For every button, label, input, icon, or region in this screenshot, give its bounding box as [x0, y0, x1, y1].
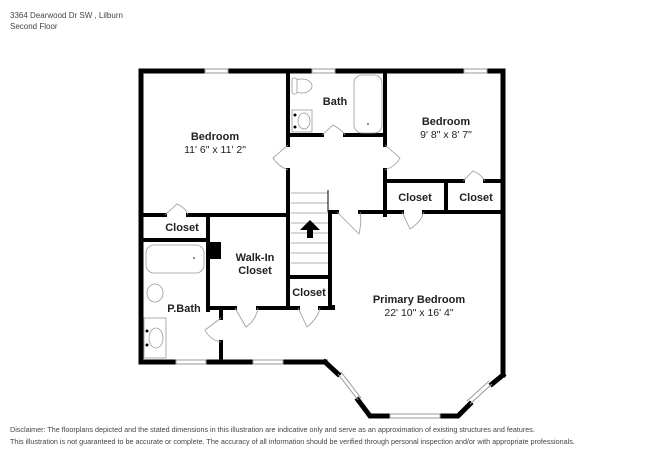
window — [252, 359, 284, 365]
door-swing — [321, 124, 346, 136]
door-swing — [272, 144, 289, 171]
door-swing — [297, 307, 321, 328]
chase — [208, 242, 221, 259]
room-label-bedroom-1: Bedroom — [191, 131, 240, 143]
room-label-walkin-2: Closet — [238, 265, 272, 277]
room-label-bath: Bath — [323, 96, 348, 108]
property-address: 3364 Dearwood Dr SW , Lilburn — [10, 11, 123, 20]
door-swing — [164, 203, 189, 216]
room-dim-primary-bedroom: 22' 10" x 16' 4" — [384, 307, 454, 319]
door-swing — [401, 211, 425, 230]
window — [463, 68, 488, 74]
room-label-closet-3: Closet — [165, 222, 199, 234]
window — [175, 359, 207, 365]
room-dim-bedroom-2: 9' 8" x 8' 7" — [420, 129, 472, 141]
room-dim-bedroom-1: 11' 6" x 11' 2" — [184, 144, 246, 156]
door-swing — [336, 211, 362, 235]
room-label-pbath: P.Bath — [167, 303, 201, 315]
door-swing — [234, 307, 259, 328]
bathtub — [145, 244, 205, 274]
disclaimer-line-1: Disclaimer: The floorplans depicted and … — [10, 425, 535, 434]
room-label-primary-bedroom: Primary Bedroom — [373, 294, 466, 306]
room-label-closet-1: Closet — [398, 192, 432, 204]
floor-label: Second Floor — [10, 22, 58, 31]
bathtub — [353, 74, 383, 134]
stair-arrow-icon — [300, 220, 320, 238]
room-label-closet-2: Closet — [459, 192, 493, 204]
room-label-walkin: Walk-In — [236, 252, 275, 264]
disclaimer-line-2: This illustration is not guaranteed to b… — [10, 437, 575, 446]
room-label-bedroom-2: Bedroom — [422, 116, 471, 128]
wall-bay — [321, 358, 507, 419]
toilet — [146, 283, 164, 303]
door-swing — [204, 317, 222, 343]
window — [204, 68, 229, 74]
door-swing — [462, 170, 486, 182]
window — [389, 413, 441, 419]
room-label-closet-4: Closet — [292, 287, 326, 299]
window — [311, 68, 336, 74]
door-swing — [384, 144, 401, 171]
